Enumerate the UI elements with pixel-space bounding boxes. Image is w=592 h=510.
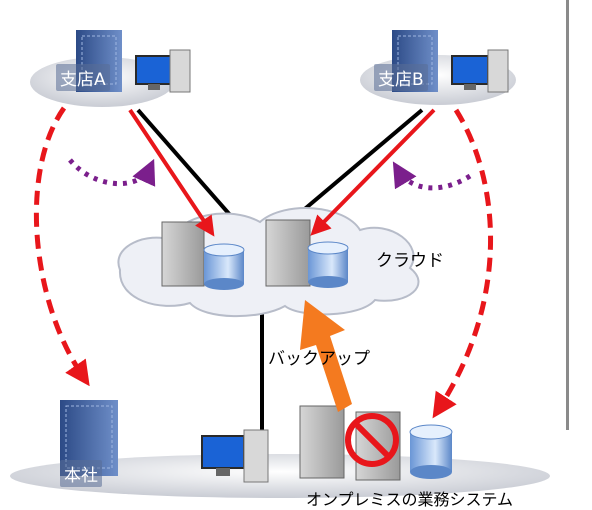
database-cylinder-icon [409, 424, 453, 479]
database-cylinder-icon [307, 241, 349, 288]
desktop-pc-icon [135, 49, 191, 93]
desktop-pc-icon [451, 49, 509, 93]
divider-line [566, 0, 569, 430]
dotted-arrows [68, 158, 472, 191]
onprem-label: オンプレミスの業務システム [306, 490, 514, 509]
server-tower-icon [299, 405, 345, 479]
prohibited-icon [345, 413, 399, 467]
hq-label: 本社 [60, 460, 102, 487]
cloud-label: クラウド [376, 251, 444, 271]
sync-arrows [128, 108, 436, 237]
backup-arrow [300, 300, 352, 412]
branch-a-label: 支店A [56, 64, 110, 91]
dashed-arrows [33, 106, 494, 419]
branch-b-label: 支店B [374, 64, 428, 91]
desktop-pc-icon [201, 429, 269, 483]
server-tower-icon [265, 219, 311, 287]
server-tower-icon [161, 221, 205, 287]
backup-label: バックアップ [268, 349, 370, 369]
database-cylinder-icon [203, 243, 245, 290]
